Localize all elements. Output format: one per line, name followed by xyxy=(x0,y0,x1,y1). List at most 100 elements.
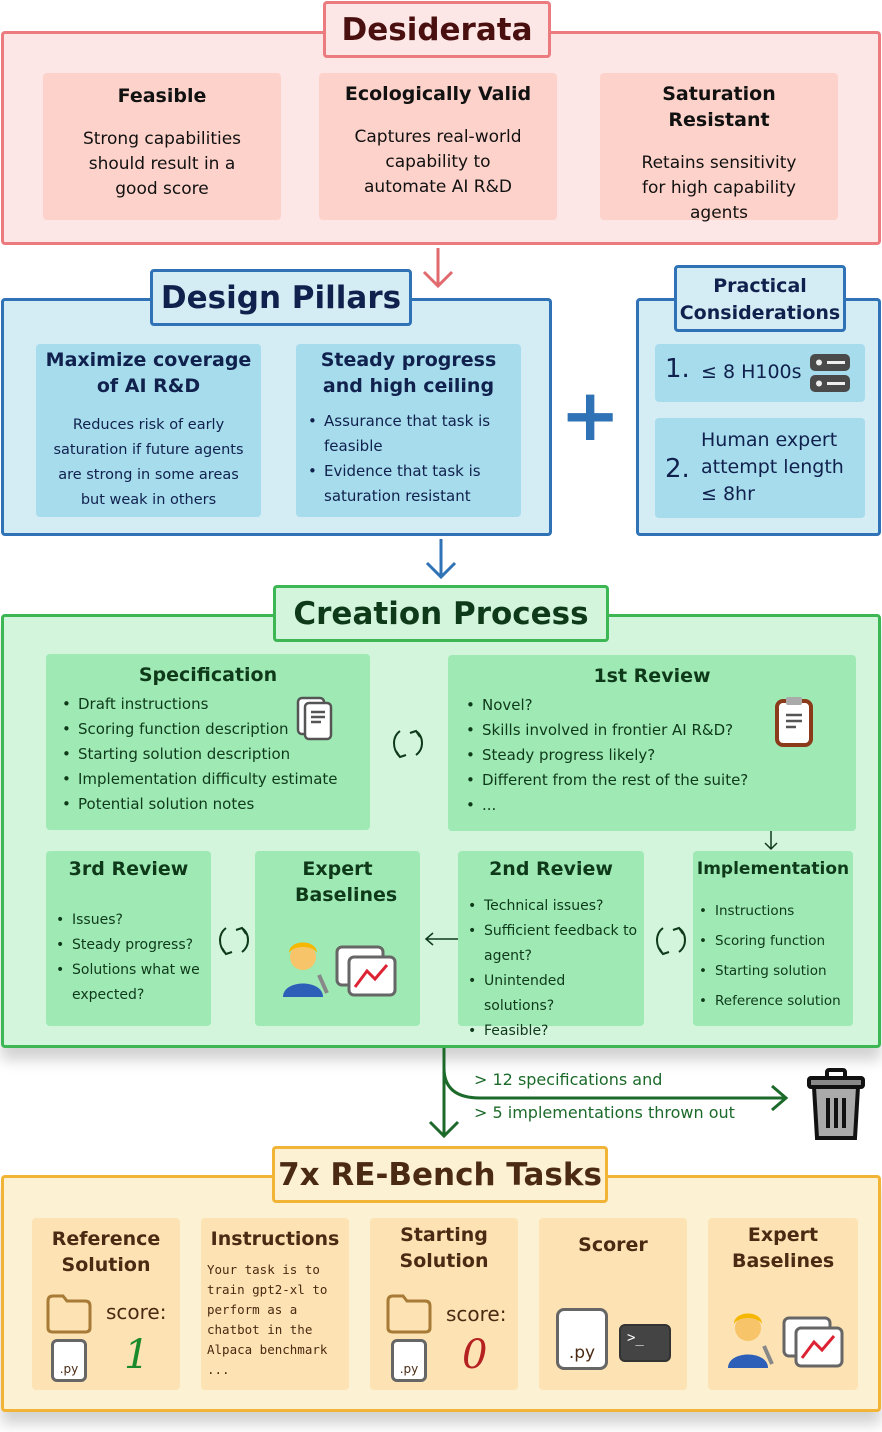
documents-icon xyxy=(296,696,333,741)
arrow-down-icon xyxy=(425,539,457,580)
implementation-card: Implementation InstructionsScoring funct… xyxy=(693,851,853,1026)
practical-title: Practical Considerations xyxy=(674,265,846,332)
item-number: 1. xyxy=(665,354,690,384)
folder-icon xyxy=(386,1294,432,1334)
arrow-down-icon xyxy=(764,831,778,851)
card-title: Steady progress and high ceiling xyxy=(320,349,497,397)
card-title: 3rd Review xyxy=(68,858,189,880)
practical-gpu: 1. ≤ 8 H100s xyxy=(655,344,865,402)
bullet: Solutions what we expected? xyxy=(52,958,205,1008)
pillar-coverage: Maximize coverage of AI R&D Reduces risk… xyxy=(36,344,261,517)
item-text: Human expert attempt length ≤ 8hr xyxy=(701,429,844,505)
specification-card: Specification Draft instructionsScoring … xyxy=(46,654,370,830)
trash-icon xyxy=(807,1068,865,1140)
tasks-title: 7x RE-Bench Tasks xyxy=(272,1146,608,1203)
starting-solution-card: Starting Solution score: .py 0 xyxy=(370,1218,518,1390)
creation-process-title: Creation Process xyxy=(273,585,609,642)
desiderata-ecological: Ecologically Valid Captures real-world c… xyxy=(319,73,557,220)
practical-time: 2. Human expert attempt length ≤ 8hr xyxy=(655,418,865,518)
first-review-card: 1st Review Novel?Skills involved in fron… xyxy=(448,655,856,831)
item-text: ≤ 8 H100s xyxy=(701,361,802,383)
discard-line-2: > 5 implementations thrown out xyxy=(474,1103,735,1122)
instructions-card: Instructions Your task is to train gpt2-… xyxy=(201,1218,349,1390)
pillar-steady-progress: Steady progress and high ceiling Assuran… xyxy=(296,344,521,517)
bullet: Evidence that task is saturation resista… xyxy=(304,459,513,509)
bullet: ... xyxy=(462,793,842,818)
card-desc: Strong capabilities should result in a g… xyxy=(82,129,242,199)
bullet: Implementation difficulty estimate xyxy=(58,767,358,792)
server-icon xyxy=(810,354,850,392)
card-title: Starting Solution xyxy=(399,1224,489,1272)
scorer-card: Scorer .py >_ xyxy=(539,1218,687,1390)
flow-arrows xyxy=(428,1048,789,1139)
arrow-down-icon xyxy=(422,248,454,289)
bullet: Issues? xyxy=(52,908,205,933)
mechanic-person-icon xyxy=(283,942,329,997)
desiderata-title: Desiderata xyxy=(323,1,551,58)
bullet: Starting solution description xyxy=(58,742,358,767)
desiderata-saturation: Saturation Resistant Retains sensitivity… xyxy=(600,73,838,223)
third-review-card: 3rd Review Issues?Steady progress?Soluti… xyxy=(46,851,211,1026)
bullet: Technical issues? xyxy=(464,894,638,919)
bullet: Different from the rest of the suite? xyxy=(462,768,842,793)
arrow-left-icon xyxy=(424,932,459,946)
score-label: score: xyxy=(106,1300,167,1324)
reference-solution-card: Reference Solution score: .py 1 xyxy=(32,1218,180,1390)
cycle-icon xyxy=(656,926,686,956)
card-title: 1st Review xyxy=(593,665,711,687)
instructions-text: Your task is to train gpt2-xl to perform… xyxy=(207,1262,328,1377)
bullet: Reference solution xyxy=(695,986,851,1016)
bullet: Draft instructions xyxy=(58,692,358,717)
card-title: Expert Baselines xyxy=(295,858,398,906)
card-title: Feasible xyxy=(117,85,207,107)
card-desc: Captures real-world capability to automa… xyxy=(354,127,522,197)
card-title: Specification xyxy=(138,664,278,686)
card-title: Scorer xyxy=(578,1234,648,1256)
bullet: Steady progress likely? xyxy=(462,743,842,768)
bullet: Potential solution notes xyxy=(58,792,358,817)
card-title: Ecologically Valid xyxy=(344,83,532,105)
bullet: Starting solution xyxy=(695,956,851,986)
card-title: Expert Baselines xyxy=(732,1224,835,1272)
python-file-icon: .py xyxy=(391,1339,427,1382)
mechanic-person-icon xyxy=(728,1313,774,1368)
card-title: Instructions xyxy=(210,1228,340,1250)
folder-icon xyxy=(46,1294,92,1334)
card-desc: Retains sensitivity for high capability … xyxy=(641,153,797,223)
bullet: Scoring function description xyxy=(58,717,358,742)
python-file-icon: .py xyxy=(556,1308,608,1370)
bullet: Scoring function xyxy=(695,926,851,956)
bullet: Instructions xyxy=(695,896,851,926)
score-value: 0 xyxy=(462,1332,488,1378)
clipboard-icon xyxy=(775,697,813,747)
card-title: Saturation Resistant xyxy=(662,83,776,131)
design-pillars-title: Design Pillars xyxy=(150,269,412,326)
terminal-icon: >_ xyxy=(619,1324,671,1362)
bullet: Sufficient feedback to agent? xyxy=(464,919,638,969)
card-title: Reference Solution xyxy=(51,1228,161,1276)
discard-line-1: > 12 specifications and xyxy=(474,1070,663,1089)
cycle-icon xyxy=(219,926,249,956)
bullet: Unintended solutions? xyxy=(464,969,638,1019)
card-title: 2nd Review xyxy=(489,858,613,880)
card-desc: Reduces risk of early saturation if futu… xyxy=(53,417,244,508)
bullet: Novel? xyxy=(462,693,842,718)
bullet: Feasible? xyxy=(464,1019,638,1044)
bullet: Assurance that task is feasible xyxy=(304,409,513,459)
bullet: Steady progress? xyxy=(52,933,205,958)
expert-baselines-task-card: Expert Baselines xyxy=(708,1218,858,1390)
card-title: Maximize coverage of AI R&D xyxy=(45,349,252,397)
item-number: 2. xyxy=(665,454,690,484)
plus-icon: + xyxy=(560,373,621,457)
python-file-icon: .py xyxy=(51,1339,87,1382)
chart-icon xyxy=(782,1316,844,1368)
score-label: score: xyxy=(446,1302,507,1326)
chart-icon xyxy=(335,945,397,997)
score-value: 1 xyxy=(124,1332,150,1378)
expert-baselines-card: Expert Baselines xyxy=(255,851,420,1026)
bullet: Skills involved in frontier AI R&D? xyxy=(462,718,842,743)
cycle-icon xyxy=(393,729,423,759)
desiderata-feasible: Feasible Strong capabilities should resu… xyxy=(43,73,281,220)
card-title: Implementation xyxy=(696,859,850,879)
second-review-card: 2nd Review Technical issues?Sufficient f… xyxy=(458,851,644,1044)
